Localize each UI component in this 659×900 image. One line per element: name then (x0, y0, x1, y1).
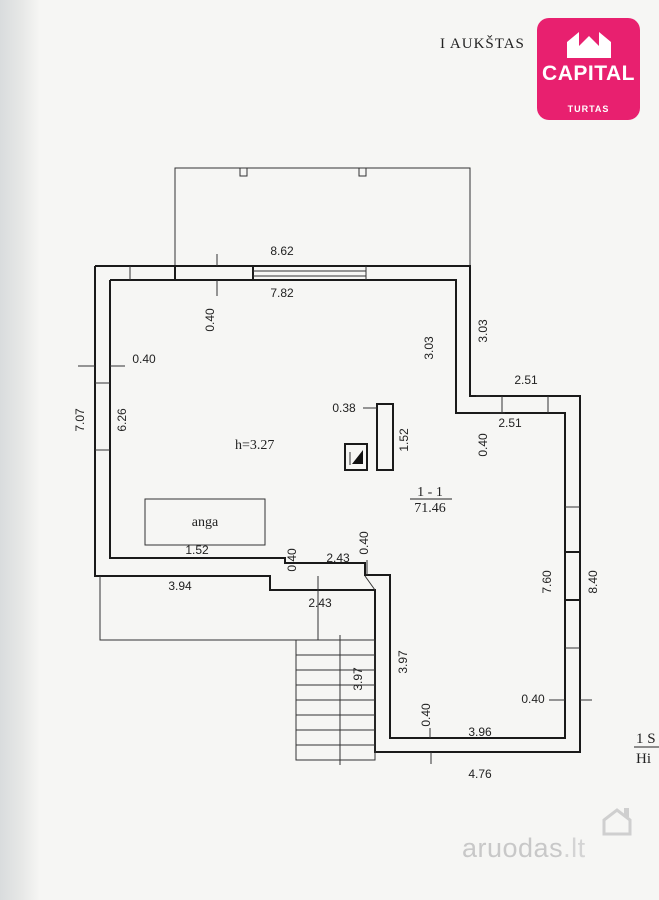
watermark-name: aruodas (462, 833, 564, 863)
dimension-label: 3.97 (351, 667, 365, 691)
floor-title: I AUKŠTAS (440, 35, 525, 52)
edge-text: 1 S (636, 731, 656, 747)
stove-mark (352, 450, 363, 464)
opening-label: anga (192, 515, 219, 530)
scan-edge-shadow (0, 0, 40, 900)
window-frame (564, 551, 581, 601)
dimension-label: 7.07 (73, 408, 87, 432)
terrace-post (239, 167, 248, 177)
stove (344, 443, 368, 471)
dimension-label: 0.40 (419, 703, 433, 727)
watermark-tld: .lt (563, 833, 586, 863)
brand-logo: CAPITAL TURTAS (537, 18, 640, 120)
door (364, 575, 376, 591)
room-number: 1 - 1 (417, 485, 443, 500)
dimension-label: 8.40 (586, 570, 600, 594)
dimension-label: 0.38 (332, 401, 356, 415)
dimension-label: 6.26 (115, 408, 129, 432)
dimension-label: 3.94 (168, 579, 192, 593)
dimension-label: 0.40 (285, 548, 299, 572)
dimension-label: 2.43 (308, 596, 332, 610)
brand-name: CAPITAL (542, 62, 635, 85)
dimension-label: 8.62 (270, 244, 294, 258)
dimension-label: 3.97 (396, 650, 410, 674)
dimension-label: 0.40 (203, 308, 217, 332)
logo-top: CAPITAL (537, 18, 640, 94)
terrace-post (358, 167, 367, 177)
house-icon (567, 32, 611, 58)
room-height: h=3.27 (235, 438, 274, 453)
dimension-label: 2.43 (326, 551, 350, 565)
chimney (376, 403, 394, 471)
terrace-outline (174, 167, 471, 266)
dimension-label: 0.40 (476, 433, 490, 457)
dimension-label: 4.76 (468, 767, 492, 781)
dimension-label: 2.51 (514, 373, 538, 387)
dimension-label: 1.52 (185, 543, 209, 557)
house-icon (602, 808, 632, 836)
dimension-label: 7.82 (270, 286, 294, 300)
inner-wall (109, 279, 566, 739)
opening-rect (144, 498, 266, 546)
edge-text: Hi (636, 751, 651, 767)
dimension-label: 0.40 (132, 352, 156, 366)
dimension-label: 3.96 (468, 725, 492, 739)
room-area: 71.46 (414, 501, 446, 516)
dimension-label: 7.60 (540, 570, 554, 594)
dimension-label: 0.40 (357, 531, 371, 555)
dimension-label: 3.03 (422, 336, 436, 360)
dimension-ticks (78, 254, 592, 764)
dimension-label: 2.51 (498, 416, 522, 430)
dimension-label: 0.40 (521, 692, 545, 706)
watermark: aruodas.lt (462, 833, 586, 864)
brand-sub: TURTAS (567, 104, 610, 114)
porch-outline (99, 576, 319, 641)
outer-wall (94, 265, 581, 753)
stairs (295, 639, 376, 761)
window-frame (174, 265, 254, 281)
dimension-label: 1.52 (397, 428, 411, 452)
dimension-label: 3.03 (476, 319, 490, 343)
